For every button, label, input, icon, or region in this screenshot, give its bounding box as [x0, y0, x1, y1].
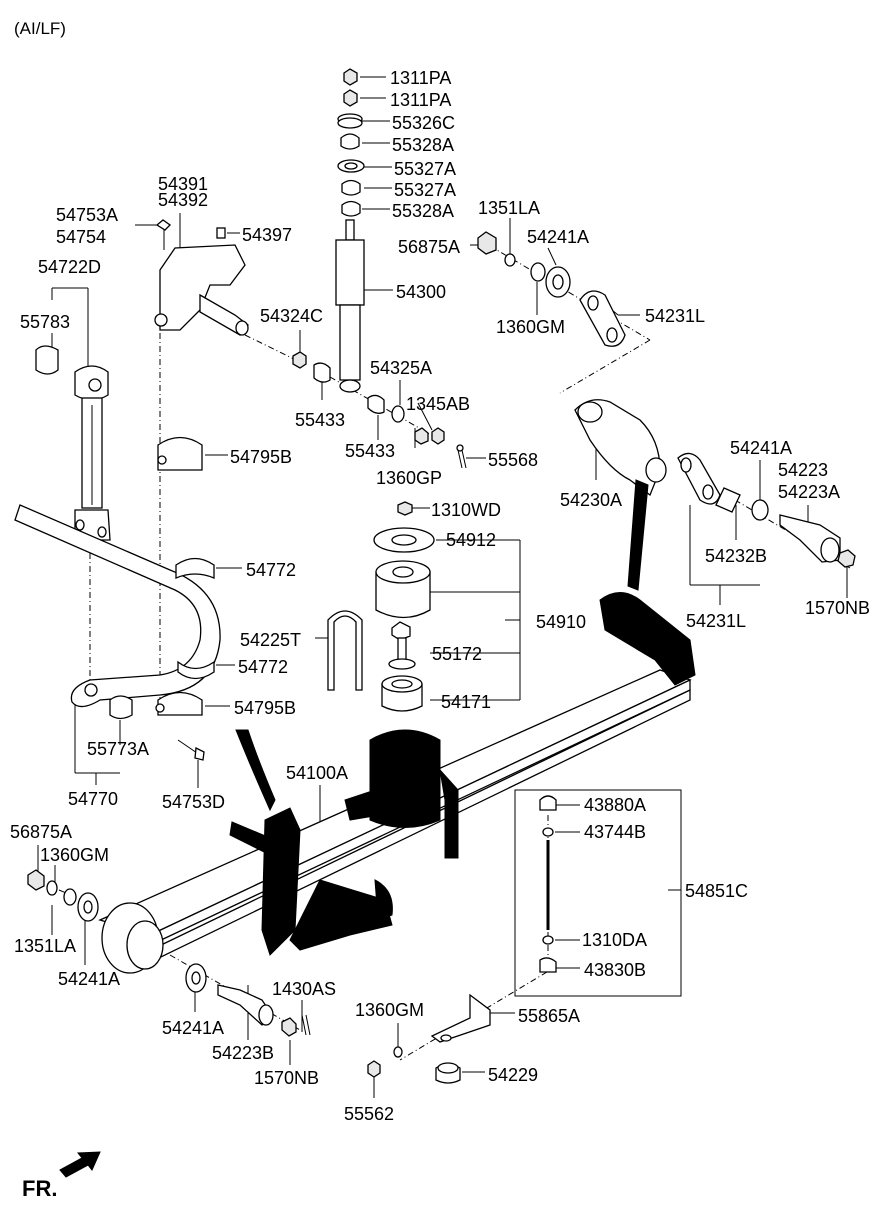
label-54392: 54392	[158, 190, 208, 210]
label-55562: 55562	[344, 1104, 394, 1124]
front-direction-arrow-icon	[59, 1151, 101, 1178]
label-54772-a: 54772	[246, 560, 296, 580]
label-54325A: 54325A	[370, 358, 432, 378]
label-54230A: 54230A	[560, 490, 622, 510]
label-1360GP: 1360GP	[376, 468, 442, 488]
bottom-bracket-hardware	[367, 993, 491, 1084]
label-54231L-bottom: 54231L	[686, 611, 746, 631]
label-55328A-a: 55328A	[392, 135, 454, 155]
label-54223: 54223	[778, 460, 828, 480]
label-54241A-top: 54241A	[527, 227, 589, 247]
label-55326C: 55326C	[392, 113, 455, 133]
labels: (AI/LF) 1311PA 1311PA 55326C 55328A 5532…	[10, 19, 870, 1201]
label-54241A-right: 54241A	[730, 438, 792, 458]
label-1430AS: 1430AS	[272, 979, 336, 999]
label-54171: 54171	[441, 692, 491, 712]
label-54300: 54300	[396, 282, 446, 302]
label-54770: 54770	[68, 789, 118, 809]
label-1570NB-right: 1570NB	[805, 598, 870, 618]
label-54753A: 54753A	[56, 205, 118, 225]
label-55433-b: 55433	[345, 441, 395, 461]
label-56875A-left: 56875A	[10, 822, 72, 842]
label-1360GM-top: 1360GM	[496, 317, 565, 337]
front-eye-hardware	[27, 869, 311, 1037]
axle-housing	[229, 479, 649, 956]
label-1351LA-top: 1351LA	[478, 198, 540, 218]
label-43880A: 43880A	[584, 795, 646, 815]
label-43744B: 43744B	[584, 822, 646, 842]
label-1360GM-bottom: 1360GM	[355, 1000, 424, 1020]
label-43830B: 43830B	[584, 960, 646, 980]
label-1311PA-a: 1311PA	[390, 68, 451, 88]
u-bolt	[327, 610, 363, 691]
label-54912: 54912	[446, 530, 496, 550]
stabilizer-bushings	[109, 436, 215, 761]
label-54753D: 54753D	[162, 792, 225, 812]
label-54223B: 54223B	[212, 1043, 274, 1063]
stabilizer-bar	[14, 504, 221, 708]
stabilizer-link	[35, 345, 111, 541]
label-1570NB-bottom: 1570NB	[254, 1068, 319, 1088]
upper-shock-bracket	[154, 219, 249, 336]
label-1351LA-left: 1351LA	[14, 936, 76, 956]
spring-hanger-bracket	[574, 399, 667, 497]
label-54851C: 54851C	[685, 881, 748, 901]
label-1360GM-left: 1360GM	[40, 845, 109, 865]
shock-bushings	[292, 351, 467, 469]
label-54223A: 54223A	[778, 482, 840, 502]
label-55865A: 55865A	[518, 1006, 580, 1026]
label-55773A: 55773A	[87, 739, 149, 759]
label-55327A-b: 55327A	[394, 180, 456, 200]
shock-link-assembly	[539, 795, 557, 973]
label-1310DA: 1310DA	[582, 930, 647, 950]
label-54241A-bottom: 54241A	[162, 1018, 224, 1038]
label-54241A-left: 54241A	[58, 969, 120, 989]
label-55328A-b: 55328A	[392, 201, 454, 221]
label-54100A: 54100A	[286, 763, 348, 783]
leader-lines	[37, 76, 848, 1098]
variant-label: (AI/LF)	[14, 19, 66, 38]
label-54397: 54397	[242, 225, 292, 245]
label-54225T: 54225T	[240, 630, 301, 650]
label-56875A-top: 56875A	[398, 237, 460, 257]
label-55327A-a: 55327A	[394, 159, 456, 179]
label-1310WD: 1310WD	[431, 500, 501, 520]
label-54795B-top: 54795B	[230, 447, 292, 467]
label-54229: 54229	[488, 1065, 538, 1085]
label-54232B: 54232B	[705, 546, 767, 566]
shackle-hardware-right	[677, 452, 856, 568]
label-54391: 54391	[158, 174, 208, 194]
label-55568: 55568	[488, 450, 538, 470]
label-54754: 54754	[56, 227, 106, 247]
front-label: FR.	[22, 1176, 57, 1201]
label-54324C: 54324C	[260, 306, 323, 326]
label-55172: 55172	[432, 644, 482, 664]
shock-top-hardware	[337, 68, 365, 217]
label-54231L-top: 54231L	[645, 306, 705, 326]
label-1311PA-b: 1311PA	[390, 90, 451, 110]
label-1345AB: 1345AB	[406, 394, 470, 414]
label-54910: 54910	[536, 612, 586, 632]
shock-absorber	[335, 219, 365, 393]
label-54722D: 54722D	[38, 257, 101, 277]
label-55433-a: 55433	[295, 410, 345, 430]
bump-stopper-stack	[373, 501, 435, 712]
label-55783: 55783	[20, 312, 70, 332]
shackle-hardware-top	[477, 231, 626, 347]
label-54772-b: 54772	[238, 657, 288, 677]
label-54795B-bottom: 54795B	[234, 698, 296, 718]
